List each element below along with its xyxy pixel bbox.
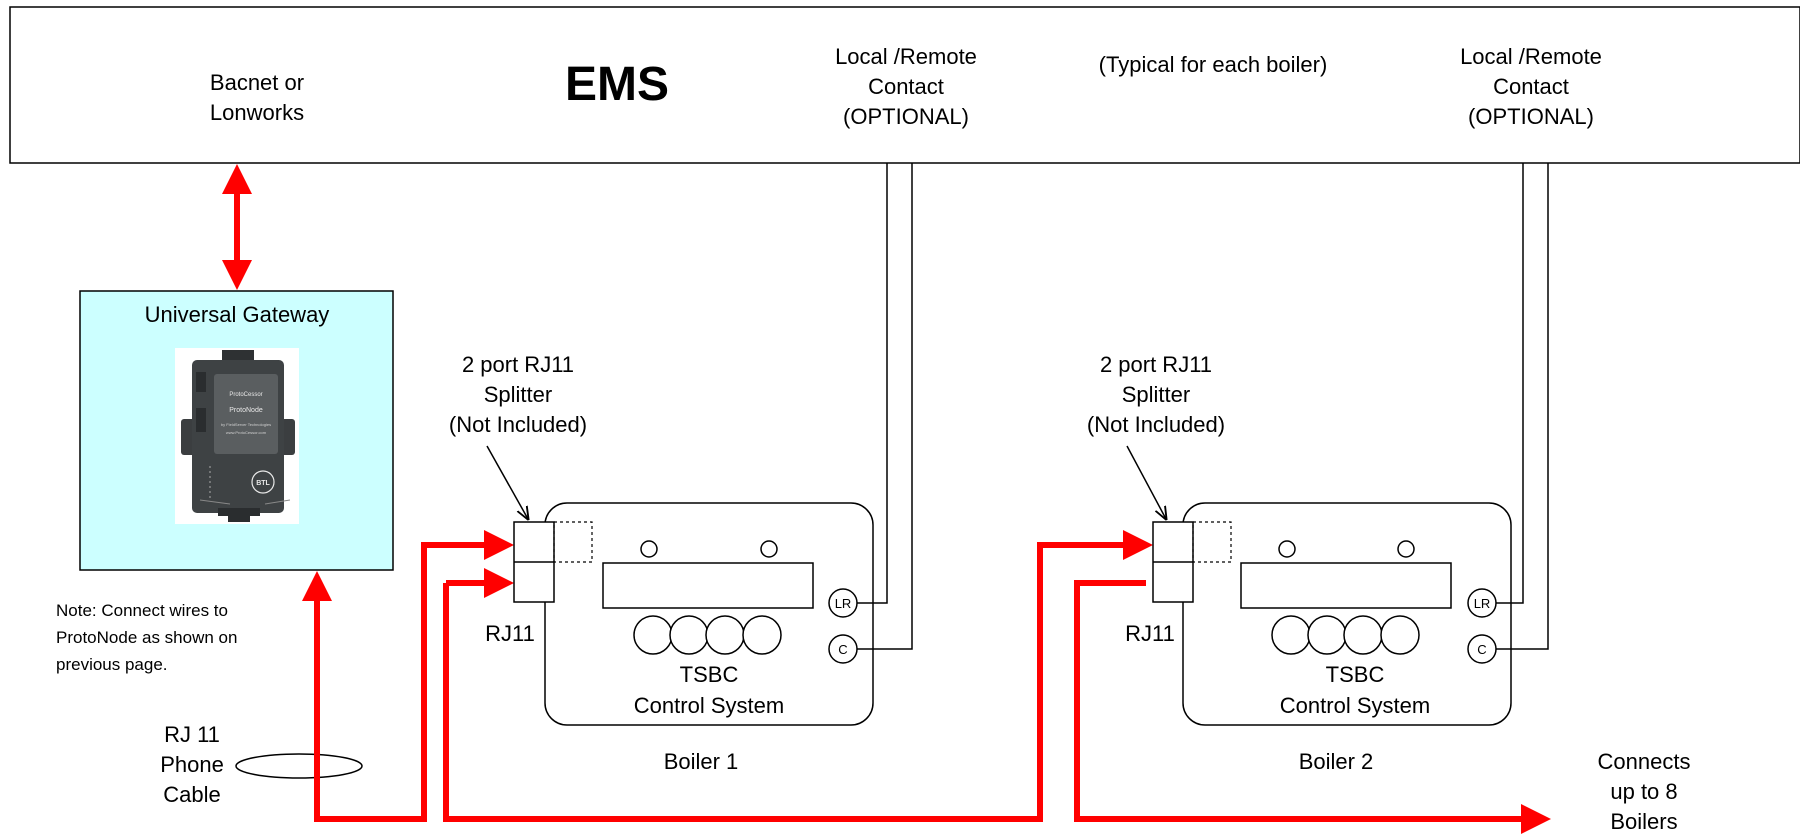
splitter-1-dotted-port — [553, 521, 593, 563]
expansion-line1: Connects — [1598, 749, 1691, 774]
cable-bundle-icon — [235, 753, 363, 779]
typical-note: (Typical for each boiler) — [1099, 52, 1328, 77]
controller-2-line1: TSBC — [1326, 662, 1385, 687]
terminal-lr-2-label: LR — [1474, 596, 1491, 611]
controller-2-box — [1182, 502, 1512, 726]
contact-wire-1b — [857, 163, 913, 650]
button-1c-icon — [705, 615, 745, 655]
contact-label-2-line2: Contact — [1493, 74, 1569, 99]
controller-1-box — [544, 502, 874, 726]
cable-boiler1-to-boiler2 — [443, 530, 1153, 822]
terminal-c-2-label: C — [1477, 642, 1486, 657]
contact-label-2-line1: Local /Remote — [1460, 44, 1602, 69]
button-1d-icon — [742, 615, 782, 655]
contact-wire-1a — [857, 163, 888, 604]
boiler-1-label: Boiler 1 — [664, 749, 739, 774]
splitter-2-line3: (Not Included) — [1087, 412, 1225, 437]
ems-title: EMS — [565, 58, 669, 111]
controller-1-line1: TSBC — [680, 662, 739, 687]
gateway-title: Universal Gateway — [145, 302, 330, 327]
cable-label-line1: RJ 11 — [164, 722, 220, 747]
boiler-2: 2 port RJ11 Splitter (Not Included) RJ11… — [1087, 352, 1512, 774]
button-2d-icon — [1380, 615, 1420, 655]
splitter-2-line1: 2 port RJ11 — [1100, 352, 1212, 377]
contact-label-1-line2: Contact — [868, 74, 944, 99]
controller-2-line2: Control System — [1280, 693, 1430, 718]
contact-label-1-line3: (OPTIONAL) — [843, 104, 969, 129]
button-1a-icon — [633, 615, 673, 655]
splitter-1-pointer — [486, 445, 528, 519]
terminal-lr-1-label: LR — [835, 596, 852, 611]
note-line3: previous page. — [56, 655, 168, 674]
splitter-2-dotted-port — [1192, 521, 1232, 563]
splitter-1-line2: Splitter — [484, 382, 552, 407]
splitter-1-line1: 2 port RJ11 — [462, 352, 574, 377]
indicator-1b-icon — [760, 540, 778, 558]
device-url: www.ProtoCessor.com — [226, 430, 267, 435]
ems-box: EMS Bacnet or Lonworks (Typical for each… — [9, 6, 1800, 164]
splitter-1-port-label: RJ11 — [485, 621, 535, 646]
boiler-2-label: Boiler 2 — [1299, 749, 1374, 774]
contact-wire-2b — [1496, 163, 1549, 650]
button-2c-icon — [1343, 615, 1383, 655]
protocol-label-line1: Bacnet or — [210, 70, 304, 95]
expansion-line2: up to 8 — [1610, 779, 1677, 804]
display-2 — [1240, 562, 1452, 609]
contact-label-2-line3: (OPTIONAL) — [1468, 104, 1594, 129]
cable-label-line2: Phone — [160, 752, 224, 777]
universal-gateway: Universal Gateway ProtoCessor ProtoNode … — [79, 290, 394, 571]
btl-badge-icon — [251, 470, 275, 494]
splitter-2-port-label: RJ11 — [1125, 621, 1175, 646]
splitter-2-pointer — [1126, 445, 1166, 519]
cable-gateway-to-boiler1 — [302, 530, 514, 822]
indicator-2b-icon — [1397, 540, 1415, 558]
cable-boiler2-out — [1074, 580, 1551, 834]
display-1 — [602, 562, 814, 609]
splitter-2-line2: Splitter — [1122, 382, 1190, 407]
button-2a-icon — [1271, 615, 1311, 655]
note-line2: ProtoNode as shown on — [56, 628, 237, 647]
device-brand-1: ProtoCessor — [229, 392, 262, 398]
contact-wire-2a — [1496, 163, 1524, 604]
indicator-2a-icon — [1278, 540, 1296, 558]
controller-1-line2: Control System — [634, 693, 784, 718]
device-brand-2: ProtoNode — [229, 407, 263, 414]
indicator-1a-icon — [640, 540, 658, 558]
button-1b-icon — [669, 615, 709, 655]
splitter-1-line3: (Not Included) — [449, 412, 587, 437]
expansion-line3: Boilers — [1610, 809, 1677, 834]
note-line1: Note: Connect wires to — [56, 601, 228, 620]
contact-label-1-line1: Local /Remote — [835, 44, 977, 69]
terminal-c-1-label: C — [838, 642, 847, 657]
button-2b-icon — [1307, 615, 1347, 655]
protonode-device-icon: ProtoCessor ProtoNode by FieldServer Tec… — [175, 348, 299, 524]
cable-label-line3: Cable — [163, 782, 220, 807]
boiler-1: 2 port RJ11 Splitter (Not Included) RJ11… — [449, 352, 874, 774]
btl-badge-text: BTL — [256, 480, 270, 487]
protocol-label-line2: Lonworks — [210, 100, 304, 125]
device-maker: by FieldServer Technologies — [221, 422, 271, 427]
